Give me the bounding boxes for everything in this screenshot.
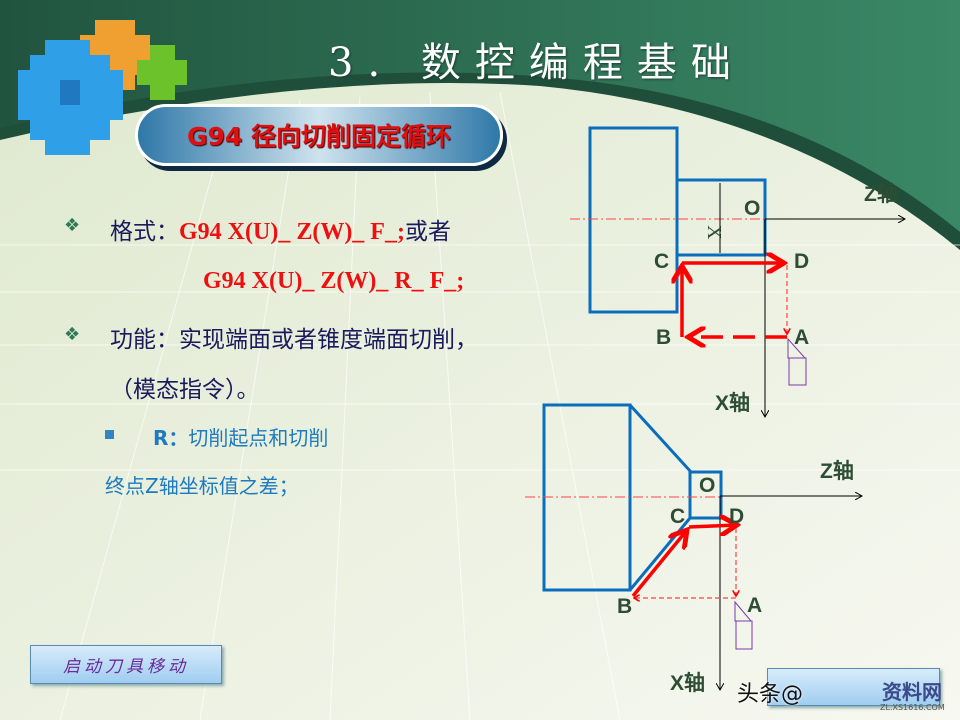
point-c: C	[670, 505, 685, 528]
point-a: A	[747, 594, 762, 617]
point-a: A	[794, 326, 809, 349]
diagram-top: X O C D B A Z轴 X轴	[570, 126, 905, 417]
r-label: R：	[153, 426, 189, 450]
point-c: C	[654, 250, 669, 273]
z-axis-label: Z轴	[820, 459, 854, 483]
function-line-1: 功能：实现端面或者锥度端面切削，	[110, 327, 478, 353]
point-b: B	[617, 595, 632, 618]
point-d: D	[729, 505, 744, 528]
square-bullet-icon	[105, 430, 114, 439]
x-axis-label: X轴	[715, 391, 750, 415]
cutting-tool-icon	[734, 600, 753, 650]
banner-text: G94 径向切削固定循环	[186, 122, 451, 151]
r-desc-2: 终点Z轴坐标值之差；	[105, 474, 299, 498]
diagram-bottom: O C D B A Z轴 X轴	[525, 403, 862, 695]
start-tool-move-button[interactable]: 启动刀具移动	[30, 645, 222, 684]
secondary-button[interactable]	[767, 668, 940, 706]
x-axis-label: X轴	[670, 671, 705, 695]
gears-logo	[18, 20, 187, 155]
dim-label: X	[703, 225, 725, 240]
cutting-tool-icon	[787, 337, 807, 386]
r-param-line: R：切削起点和切削	[153, 422, 328, 451]
watermark-logo-url: ZL.XS1616.COM	[880, 703, 945, 712]
watermark-logo-text: 资料网	[882, 680, 942, 704]
watermark-text: 头条@	[737, 682, 804, 707]
format-or: 或者	[404, 219, 451, 245]
diamond-bullet-icon: ❖	[64, 324, 81, 345]
format-code-2: G94 X(U)_ Z(W)_ R_ F_;	[203, 268, 465, 294]
point-o: O	[744, 197, 760, 220]
r-desc-1: 切削起点和切削	[188, 426, 329, 450]
format-code-1: G94 X(U)_ Z(W)_ F_;	[179, 219, 405, 245]
point-d: D	[794, 250, 809, 273]
format-label: 格式：	[110, 219, 179, 245]
workpiece-small	[675, 178, 767, 257]
format-line: 格式：G94 X(U)_ Z(W)_ F_;或者	[110, 212, 451, 246]
slide-title: 3. 数控编程基础	[328, 40, 745, 86]
section-banner: G94 径向切削固定循环	[135, 104, 503, 166]
workpiece-large	[588, 126, 679, 314]
z-axis-label: Z轴	[864, 182, 898, 206]
point-o: O	[699, 474, 715, 497]
point-b: B	[656, 326, 671, 349]
workpiece-small	[688, 470, 723, 520]
diamond-bullet-icon: ❖	[64, 215, 81, 236]
function-line-2: （模态指令）。	[110, 377, 260, 403]
